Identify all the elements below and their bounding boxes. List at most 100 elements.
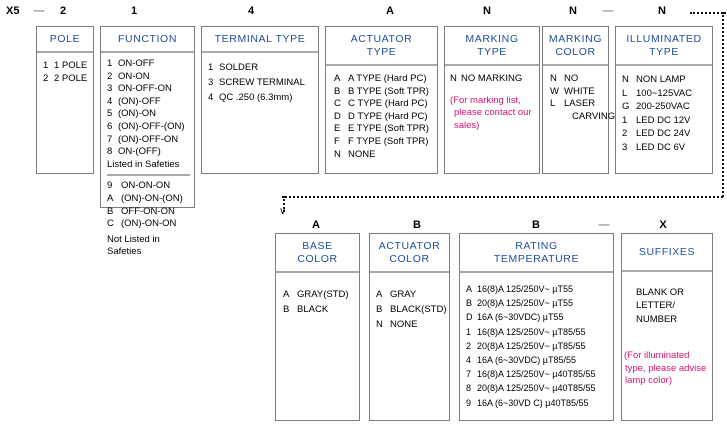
function-not-listed-note-1: Not Listed in	[107, 233, 160, 245]
box-actuator-type-title-line1: ACTUATOR	[350, 33, 413, 45]
option-function-3[interactable]: 3 ON-OFF-ON	[107, 83, 190, 96]
option-actuator-color-n[interactable]: N NONE	[376, 317, 445, 332]
suffixes-line2: LETTER/	[636, 300, 676, 312]
code-marking-type: N	[483, 5, 491, 17]
box-base-color[interactable]: BASE COLOR A GRAY(STD) B BLACK	[275, 233, 360, 421]
option-function-7[interactable]: 7 (ON)-OFF-ON	[107, 134, 190, 147]
box-actuator-color-title: ACTUATOR COLOR	[370, 234, 449, 273]
box-marking-type-title-line2: TYPE	[477, 46, 507, 58]
option-rating-2[interactable]: 2 20(8)A 125/250V~ µT85/55	[466, 339, 609, 353]
option-terminal-3[interactable]: 3 SCREW TERMINAL	[208, 75, 314, 90]
option-terminal-1[interactable]: 1 SOLDER	[208, 60, 314, 75]
option-rating-a[interactable]: A 16(8)A 125/250V~ µT55	[466, 282, 609, 296]
option-marking-type-n[interactable]: N NO MARKING	[450, 73, 535, 86]
part-number-prefix: X5	[6, 5, 20, 17]
box-marking-type[interactable]: MARKING TYPE N NO MARKING (For marking l…	[444, 26, 540, 174]
box-suffixes[interactable]: SUFFIXES BLANK OR LETTER/ NUMBER (For il…	[621, 233, 713, 421]
box-actuator-color[interactable]: ACTUATOR COLOR A GRAY B BLACK(STD) N NON…	[369, 233, 450, 421]
option-rating-4[interactable]: 4 16A (6~30VDC) µT85/55	[466, 353, 609, 367]
option-illuminated-1[interactable]: 1 LED DC 12V	[622, 114, 708, 128]
option-label: 2 POLE	[54, 72, 88, 84]
option-code: 1	[107, 58, 113, 69]
option-illuminated-g[interactable]: G 200-250VAC	[622, 100, 708, 114]
option-label: BLACK	[297, 304, 329, 315]
option-base-color-a[interactable]: A GRAY(STD)	[283, 287, 355, 302]
option-actuator-type-n[interactable]: N NONE	[334, 149, 433, 162]
box-illuminated-type[interactable]: ILLUMINATED TYPE N NON LAMP L 100~125VAC…	[615, 26, 713, 174]
option-code: 4	[466, 355, 472, 366]
option-label: GRAY	[390, 289, 417, 300]
option-function-8[interactable]: 8 ON-(OFF)	[107, 146, 190, 159]
option-function-6[interactable]: 6 (ON)-OFF-(ON)	[107, 121, 190, 134]
option-function-9[interactable]: 9 ON-ON-ON	[107, 180, 190, 193]
option-label: LED DC 12V	[636, 114, 691, 126]
option-code: C	[107, 218, 114, 230]
box-illuminated-type-title-line2: TYPE	[649, 46, 679, 58]
option-actuator-color-a[interactable]: A GRAY	[376, 287, 445, 302]
option-illuminated-3[interactable]: 3 LED DC 6V	[622, 141, 708, 155]
option-code: D	[334, 110, 341, 122]
option-marking-color-l[interactable]: L LASER	[550, 98, 604, 111]
box-function-title: FUNCTION	[101, 27, 194, 53]
option-rating-d[interactable]: D 16A (6~30VDC) µT55	[466, 310, 609, 324]
option-marking-color-n[interactable]: N NO	[550, 73, 604, 86]
option-function-b[interactable]: B OFF-ON-ON	[107, 206, 190, 219]
option-illuminated-n[interactable]: N NON LAMP	[622, 73, 708, 87]
box-marking-color[interactable]: MARKING COLOR N NO W WHITE L LASER CARVI…	[542, 26, 615, 174]
box-terminal-type[interactable]: TERMINAL TYPE 1 SOLDER 3 SCREW TERMINAL …	[201, 26, 319, 174]
option-code: 2	[622, 128, 628, 140]
option-label: OFF-ON-ON	[121, 205, 175, 217]
option-label: ON-ON-ON	[121, 180, 171, 192]
option-illuminated-l[interactable]: L 100~125VAC	[622, 87, 708, 101]
option-rating-8[interactable]: 8 20(8)A 125/250V~ µ40T85/55	[466, 381, 609, 395]
option-pole-2[interactable]: 2 2 POLE	[43, 73, 89, 86]
option-label: 200-250VAC	[636, 101, 690, 113]
option-function-1[interactable]: 1 ON-OFF	[107, 58, 190, 71]
option-function-c[interactable]: C (ON)-ON-ON	[107, 218, 190, 231]
option-label: F TYPE (Soft TPR)	[348, 135, 429, 147]
box-actuator-type[interactable]: ACTUATOR TYPE A A TYPE (Hard PC) B B TYP…	[325, 26, 438, 174]
option-label: (ON)-ON-(ON)	[121, 192, 183, 204]
option-actuator-type-d[interactable]: D D TYPE (Hard PC)	[334, 111, 433, 124]
option-function-2[interactable]: 2 ON-ON	[107, 71, 190, 84]
option-code: 8	[107, 146, 113, 158]
code-rating-temperature: B	[532, 219, 540, 231]
option-code: 6	[107, 120, 113, 132]
option-illuminated-2[interactable]: 2 LED DC 24V	[622, 127, 708, 141]
option-function-a[interactable]: A (ON)-ON-(ON)	[107, 193, 190, 206]
option-code: 3	[107, 83, 113, 95]
option-function-5[interactable]: 5 (ON)-ON	[107, 108, 190, 121]
option-actuator-type-b[interactable]: B B TYPE (Soft TPR)	[334, 86, 433, 99]
box-base-color-options: A GRAY(STD) B BLACK	[276, 273, 359, 321]
option-terminal-4[interactable]: 4 QC .250 (6.3mm)	[208, 90, 314, 105]
option-label: QC .250 (6.3mm)	[219, 92, 293, 103]
code-base-color: A	[312, 219, 320, 231]
box-rating-temperature[interactable]: RATING TEMPERATURE A 16(8)A 125/250V~ µT…	[459, 233, 614, 421]
box-pole[interactable]: POLE 1 1 POLE 2 2 POLE	[36, 26, 94, 174]
option-function-4[interactable]: 4 (ON)-OFF	[107, 96, 190, 109]
option-actuator-type-a[interactable]: A A TYPE (Hard PC)	[334, 73, 433, 86]
box-marking-color-title: MARKING COLOR	[543, 27, 608, 66]
option-code: N	[622, 74, 629, 85]
option-rating-b[interactable]: B 20(8)A 125/250V~ µT55	[466, 296, 609, 310]
option-label: 1 POLE	[54, 60, 88, 71]
option-actuator-type-c[interactable]: C C TYPE (Hard PC)	[334, 98, 433, 111]
option-actuator-type-f[interactable]: F F TYPE (Soft TPR)	[334, 136, 433, 149]
option-pole-1[interactable]: 1 1 POLE	[43, 60, 89, 73]
option-label: (ON)-OFF	[118, 95, 161, 107]
option-rating-1[interactable]: 1 16(8)A 125/250V~ µT85/55	[466, 325, 609, 339]
option-actuator-color-b[interactable]: B BLACK(STD)	[376, 302, 446, 317]
option-code: N	[550, 73, 557, 84]
option-code: 2	[43, 72, 49, 84]
option-code: F	[334, 135, 340, 147]
option-base-color-b[interactable]: B BLACK	[283, 302, 355, 317]
wrap-connector-right	[722, 12, 724, 197]
option-marking-color-w[interactable]: W WHITE	[550, 86, 604, 99]
option-rating-9[interactable]: 9 16A (6~30VD C) µ40T85/55	[466, 396, 609, 410]
box-actuator-color-options: A GRAY B BLACK(STD) N NONE	[370, 273, 449, 336]
wrap-connector-left	[283, 196, 285, 212]
option-rating-7[interactable]: 7 16(8)A 125/250V~ µ40T85/55	[466, 367, 609, 381]
option-actuator-type-e[interactable]: E E TYPE (Soft TPR)	[334, 123, 433, 136]
box-illuminated-type-options: N NON LAMP L 100~125VAC G 200-250VAC 1 L…	[616, 66, 712, 159]
box-function[interactable]: FUNCTION 1 ON-OFF 2 ON-ON 3 ON-OFF-ON 4 …	[100, 26, 195, 257]
